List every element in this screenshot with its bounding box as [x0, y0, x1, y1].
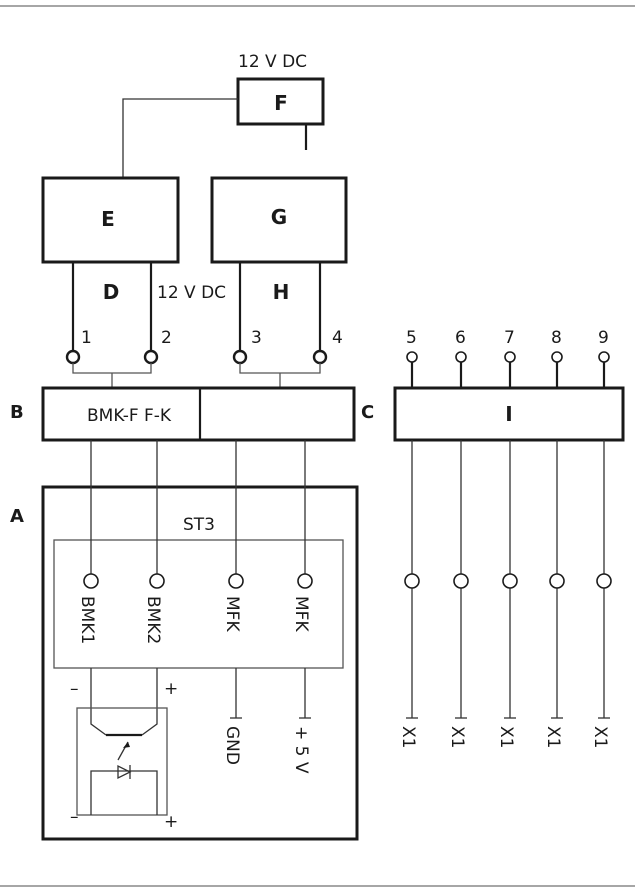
connector-label: ST3: [183, 515, 215, 535]
diode-triangle: [117, 764, 132, 780]
terminal-circle-8: [551, 351, 563, 363]
terminal-1: 1: [81, 328, 92, 348]
terminal-8: 8: [551, 328, 562, 348]
block-a-label: A: [10, 506, 24, 527]
block-c-label: C: [361, 402, 374, 423]
polarity-plus-bottom: +: [164, 812, 178, 832]
polarity-minus-top: –: [70, 679, 79, 699]
x1-circle-5: [404, 573, 420, 589]
terminal-circle-4: [312, 349, 328, 365]
terminal-5: 5: [406, 328, 417, 348]
x1-label-8: X1: [543, 726, 563, 748]
block-b: [41, 386, 356, 442]
bracket-h: [239, 363, 321, 374]
transistor-emitter: [141, 720, 158, 736]
terminal-circle-5: [406, 351, 418, 363]
transistor-collector: [90, 720, 107, 736]
output-5v: + 5 V: [291, 726, 311, 774]
x1-circle-7: [502, 573, 518, 589]
diode-circuit: [90, 770, 158, 815]
pin-circle-mfk-2: [297, 573, 313, 589]
block-d-label: D: [103, 280, 120, 304]
x1-label-6: X1: [447, 726, 467, 748]
terminal-4: 4: [332, 328, 343, 348]
terminal-2: 2: [161, 328, 172, 348]
terminal-9: 9: [598, 328, 609, 348]
polarity-minus-bottom: –: [70, 807, 79, 827]
block-e-label: E: [101, 207, 115, 231]
terminal-circle-3: [232, 349, 248, 365]
terminal-6: 6: [455, 328, 466, 348]
terminal-circle-7: [504, 351, 516, 363]
x1-circle-9: [596, 573, 612, 589]
supply-label-mid: 12 V DC: [157, 283, 226, 303]
block-f: [236, 77, 325, 126]
module-label: BMK-F F-K: [87, 406, 172, 426]
bracket-d: [72, 363, 152, 374]
block-i: [393, 386, 625, 442]
block-f-label: F: [274, 91, 288, 115]
pin-circle-bmk2: [149, 573, 165, 589]
pin-label-bmk1: BMK1: [77, 596, 97, 644]
block-g-label: G: [271, 205, 287, 229]
block-g: [210, 176, 348, 264]
wire-f-to-e: [122, 98, 238, 178]
pin-label-mfk-1: MFK: [222, 596, 242, 632]
x1-label-5: X1: [398, 726, 418, 748]
x1-circle-6: [453, 573, 469, 589]
x1-circle-8: [549, 573, 565, 589]
terminal-circle-6: [455, 351, 467, 363]
optocoupler: [76, 707, 168, 816]
terminal-3: 3: [251, 328, 262, 348]
terminal-circle-2: [143, 349, 159, 365]
block-h-label: H: [273, 280, 290, 304]
terminal-circle-1: [65, 349, 81, 365]
output-gnd: GND: [222, 726, 242, 765]
block-b-label: B: [10, 402, 24, 423]
polarity-plus-top: +: [164, 679, 178, 699]
light-arrow-head: [123, 742, 130, 748]
x1-label-9: X1: [590, 726, 610, 748]
terminal-circle-9: [598, 351, 610, 363]
pin-label-bmk2: BMK2: [143, 596, 163, 644]
pin-circle-bmk1: [83, 573, 99, 589]
block-i-label: I: [505, 402, 512, 426]
pin-circle-mfk-1: [228, 573, 244, 589]
supply-label-top: 12 V DC: [238, 52, 307, 72]
block-e: [41, 176, 180, 264]
connector-st3: [53, 539, 344, 669]
pin-label-mfk-2: MFK: [291, 596, 311, 632]
terminal-7: 7: [504, 328, 515, 348]
x1-label-7: X1: [496, 726, 516, 748]
